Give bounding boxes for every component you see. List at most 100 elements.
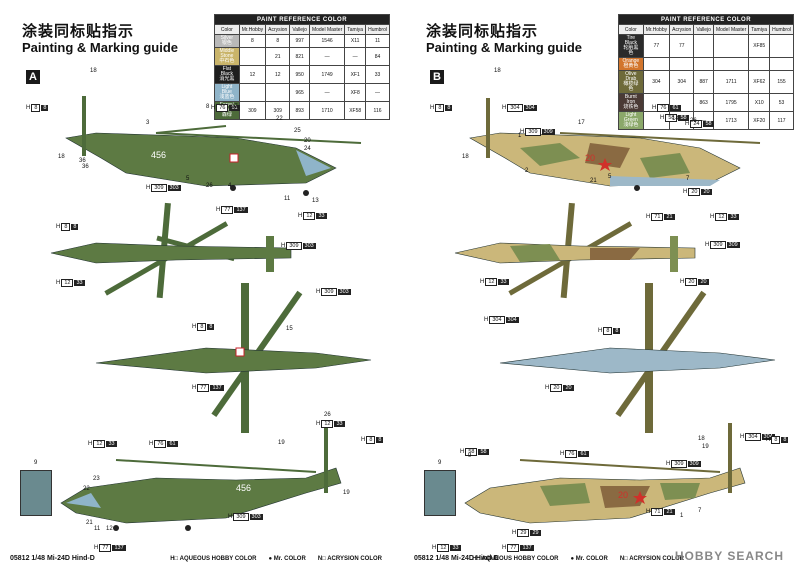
part-number: 26 (206, 183, 213, 189)
callout-prefix: H (502, 545, 507, 551)
callout-prefix: H (480, 279, 485, 285)
tail-stabilizer (670, 236, 678, 272)
part-number: 19 (343, 490, 350, 496)
callout-hobby-code: 58 (465, 448, 478, 456)
camo-patch (510, 244, 560, 262)
callout-prefix: H (361, 437, 366, 443)
camo-patch (520, 143, 580, 166)
callout-prefix: H (646, 509, 651, 515)
part-number: 20 (304, 138, 311, 144)
part-number: 13 (312, 198, 319, 204)
sheet-label-a: A (26, 70, 40, 84)
part-number: 18 (698, 436, 705, 442)
part-number: 2 (525, 168, 529, 174)
callout-hobby-code: 12 (437, 544, 450, 552)
callout-mrcolor-code: 33 (106, 441, 117, 447)
callout-mrcolor-code: 20 (698, 279, 709, 285)
callout-mrcolor-code: 137 (520, 545, 534, 551)
red-star (633, 491, 647, 504)
legend-item: ● Mr. COLOR (570, 556, 608, 562)
part-number: 23 (93, 476, 100, 482)
callout-prefix: H (316, 421, 321, 427)
callout-hobby-code: 8 (31, 104, 41, 112)
callout-prefix: H (710, 214, 715, 220)
callout-hobby-code: 8 (197, 323, 207, 331)
top-view (454, 202, 696, 299)
part-number: 15 (286, 326, 293, 332)
callout-hobby-code: 8 (771, 436, 781, 444)
callout-mrcolor-code: 137 (234, 207, 248, 213)
detail-number: 9 (34, 460, 38, 466)
table-cell: 309 (265, 101, 291, 120)
callout-mrcolor-code: 20 (563, 385, 574, 391)
callout-prefix: H (460, 449, 465, 455)
aircraft-illustrations-b: 20 20 (454, 98, 776, 524)
callout-mrcolor-code: 61 (670, 105, 681, 111)
part-number: 27 (231, 104, 238, 110)
callout-mrcolor-code: 8 (781, 437, 789, 443)
detail-number: 9 (438, 460, 442, 466)
table-cell: 155 (769, 70, 794, 94)
callout-mrcolor-code: 33 (74, 280, 85, 286)
part-number: 5 (186, 176, 190, 182)
callout-hobby-code: 77 (507, 544, 520, 552)
callout-mrcolor-code: 61 (578, 451, 589, 457)
part-number: 36 (79, 158, 86, 164)
table-cell: XF58 (344, 101, 367, 120)
legend-item: H□ AQUEOUS HOBBY COLOR (170, 556, 257, 562)
callout-mrcolor-code: 8 (207, 324, 215, 330)
wheel (634, 185, 640, 191)
callout-mrcolor-code: 33 (316, 213, 327, 219)
legend-item: H□ AQUEOUS HOBBY COLOR (472, 556, 559, 562)
fuselage-top (50, 242, 292, 264)
callout-prefix: H (228, 514, 233, 520)
callout-hobby-code: 71 (651, 213, 664, 221)
callout-hobby-code: 12 (321, 420, 334, 428)
callout-prefix: H (685, 121, 690, 127)
legend-b: H□ AQUEOUS HOBBY COLOR ● Mr. COLOR N□ AC… (472, 556, 684, 562)
underside (610, 176, 720, 186)
fuselage-code: 456 (236, 483, 251, 493)
main-rotor-blade (155, 132, 362, 144)
callout-hobby-code: 304 (745, 433, 761, 441)
callout-mrcolor-code: 303 (249, 514, 263, 520)
callout-hobby-code: 309 (286, 242, 302, 250)
callout-hobby-code: 29 (517, 529, 530, 537)
wheel (185, 525, 191, 531)
wheel (303, 190, 309, 196)
table-cell (769, 34, 794, 58)
watermark: HOBBY SEARCH (674, 549, 784, 563)
cockpit-glass (296, 150, 331, 176)
callout-prefix: H (316, 289, 321, 295)
callout-prefix: H (192, 324, 197, 330)
side-view-top: 20 (469, 98, 761, 191)
callout-prefix: H (512, 530, 517, 536)
aircraft-illustrations-a: 456 456 (50, 96, 372, 531)
part-number: 7 (686, 176, 690, 182)
callout-mrcolor-code: 304 (523, 105, 537, 111)
table-cell: 304 (669, 70, 695, 94)
camo-patch (640, 153, 690, 178)
color-swatch: Orange 橙黄色 (618, 57, 644, 71)
fuselage-code: 456 (151, 150, 166, 160)
tail-rotor (82, 96, 86, 156)
callout-prefix: H (646, 214, 651, 220)
callout-prefix: H (146, 185, 151, 191)
wheel (113, 525, 119, 531)
callout-hobby-code: 77 (197, 384, 210, 392)
